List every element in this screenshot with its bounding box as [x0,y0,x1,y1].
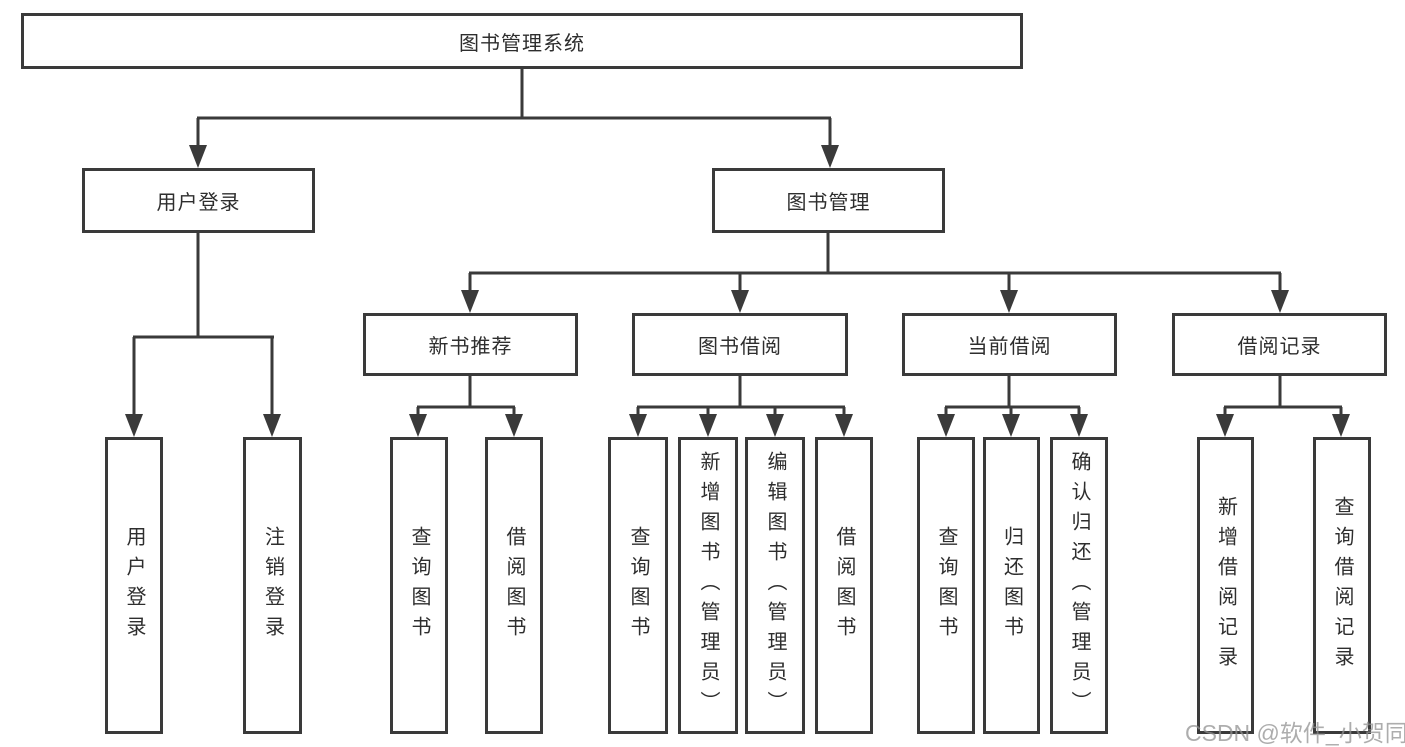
leaf-borrow-books: 借阅图书 [815,437,873,734]
connector-book-mgmt-children [461,233,1289,313]
leaf-newbook-query-books: 查询图书 [390,437,448,734]
leaf-current-query-books-label: 查询图书 [935,525,957,646]
leaf-query-borrow-record-label: 查询借阅记录 [1331,495,1353,676]
node-book-borrow: 图书借阅 [632,313,848,376]
node-user-login: 用户登录 [82,168,315,233]
node-new-book-recommend: 新书推荐 [363,313,578,376]
node-book-management: 图书管理 [712,168,945,233]
leaf-current-query-books: 查询图书 [917,437,975,734]
leaf-add-borrow-record: 新增借阅记录 [1197,437,1254,734]
connector-borrow-records-children [1216,376,1350,437]
connector-root-to-level2 [189,69,839,168]
node-current-borrow-label: 当前借阅 [967,336,1052,358]
node-borrow-records: 借阅记录 [1172,313,1387,376]
connector-new-book-children [409,376,523,437]
leaf-newbook-query-books-label: 查询图书 [408,525,430,646]
leaf-return-books-label: 归还图书 [1000,525,1023,646]
leaf-add-books-admin: 新增图书（管理员） [678,437,738,734]
leaf-newbook-borrow-books: 借阅图书 [485,437,543,734]
leaf-logout: 注销登录 [243,437,302,734]
leaf-add-books-admin-label: 新增图书（管理员） [697,450,719,721]
node-root-label: 图书管理系统 [459,32,585,55]
leaf-user-login: 用户登录 [105,437,163,734]
node-user-login-label: 用户登录 [156,192,241,214]
leaf-user-login-label: 用户登录 [123,525,145,646]
node-current-borrow: 当前借阅 [902,313,1117,376]
connector-book-borrow-children [629,376,853,437]
leaf-edit-books-admin: 编辑图书（管理员） [745,437,805,734]
leaf-return-books: 归还图书 [983,437,1040,734]
leaf-borrow-query-books-label: 查询图书 [627,525,649,646]
leaf-confirm-return-admin-label: 确认归还（管理员） [1068,450,1090,721]
leaf-add-borrow-record-label: 新增借阅记录 [1214,495,1237,676]
node-borrow-records-label: 借阅记录 [1237,336,1322,358]
connector-user-login-children [125,233,281,437]
connector-current-borrow-children [937,376,1088,437]
node-book-management-label: 图书管理 [786,192,871,214]
leaf-borrow-books-label: 借阅图书 [833,525,855,646]
node-root-system: 图书管理系统 [21,13,1023,69]
node-new-book-recommend-label: 新书推荐 [428,336,513,358]
node-book-borrow-label: 图书借阅 [698,336,782,358]
leaf-query-borrow-record: 查询借阅记录 [1313,437,1371,734]
leaf-confirm-return-admin: 确认归还（管理员） [1050,437,1108,734]
csdn-watermark: CSDN @软件_小贺同学 [1185,720,1405,746]
leaf-borrow-query-books: 查询图书 [608,437,668,734]
leaf-newbook-borrow-books-label: 借阅图书 [503,525,525,646]
leaf-edit-books-admin-label: 编辑图书（管理员） [764,450,786,721]
leaf-logout-label: 注销登录 [261,525,284,646]
